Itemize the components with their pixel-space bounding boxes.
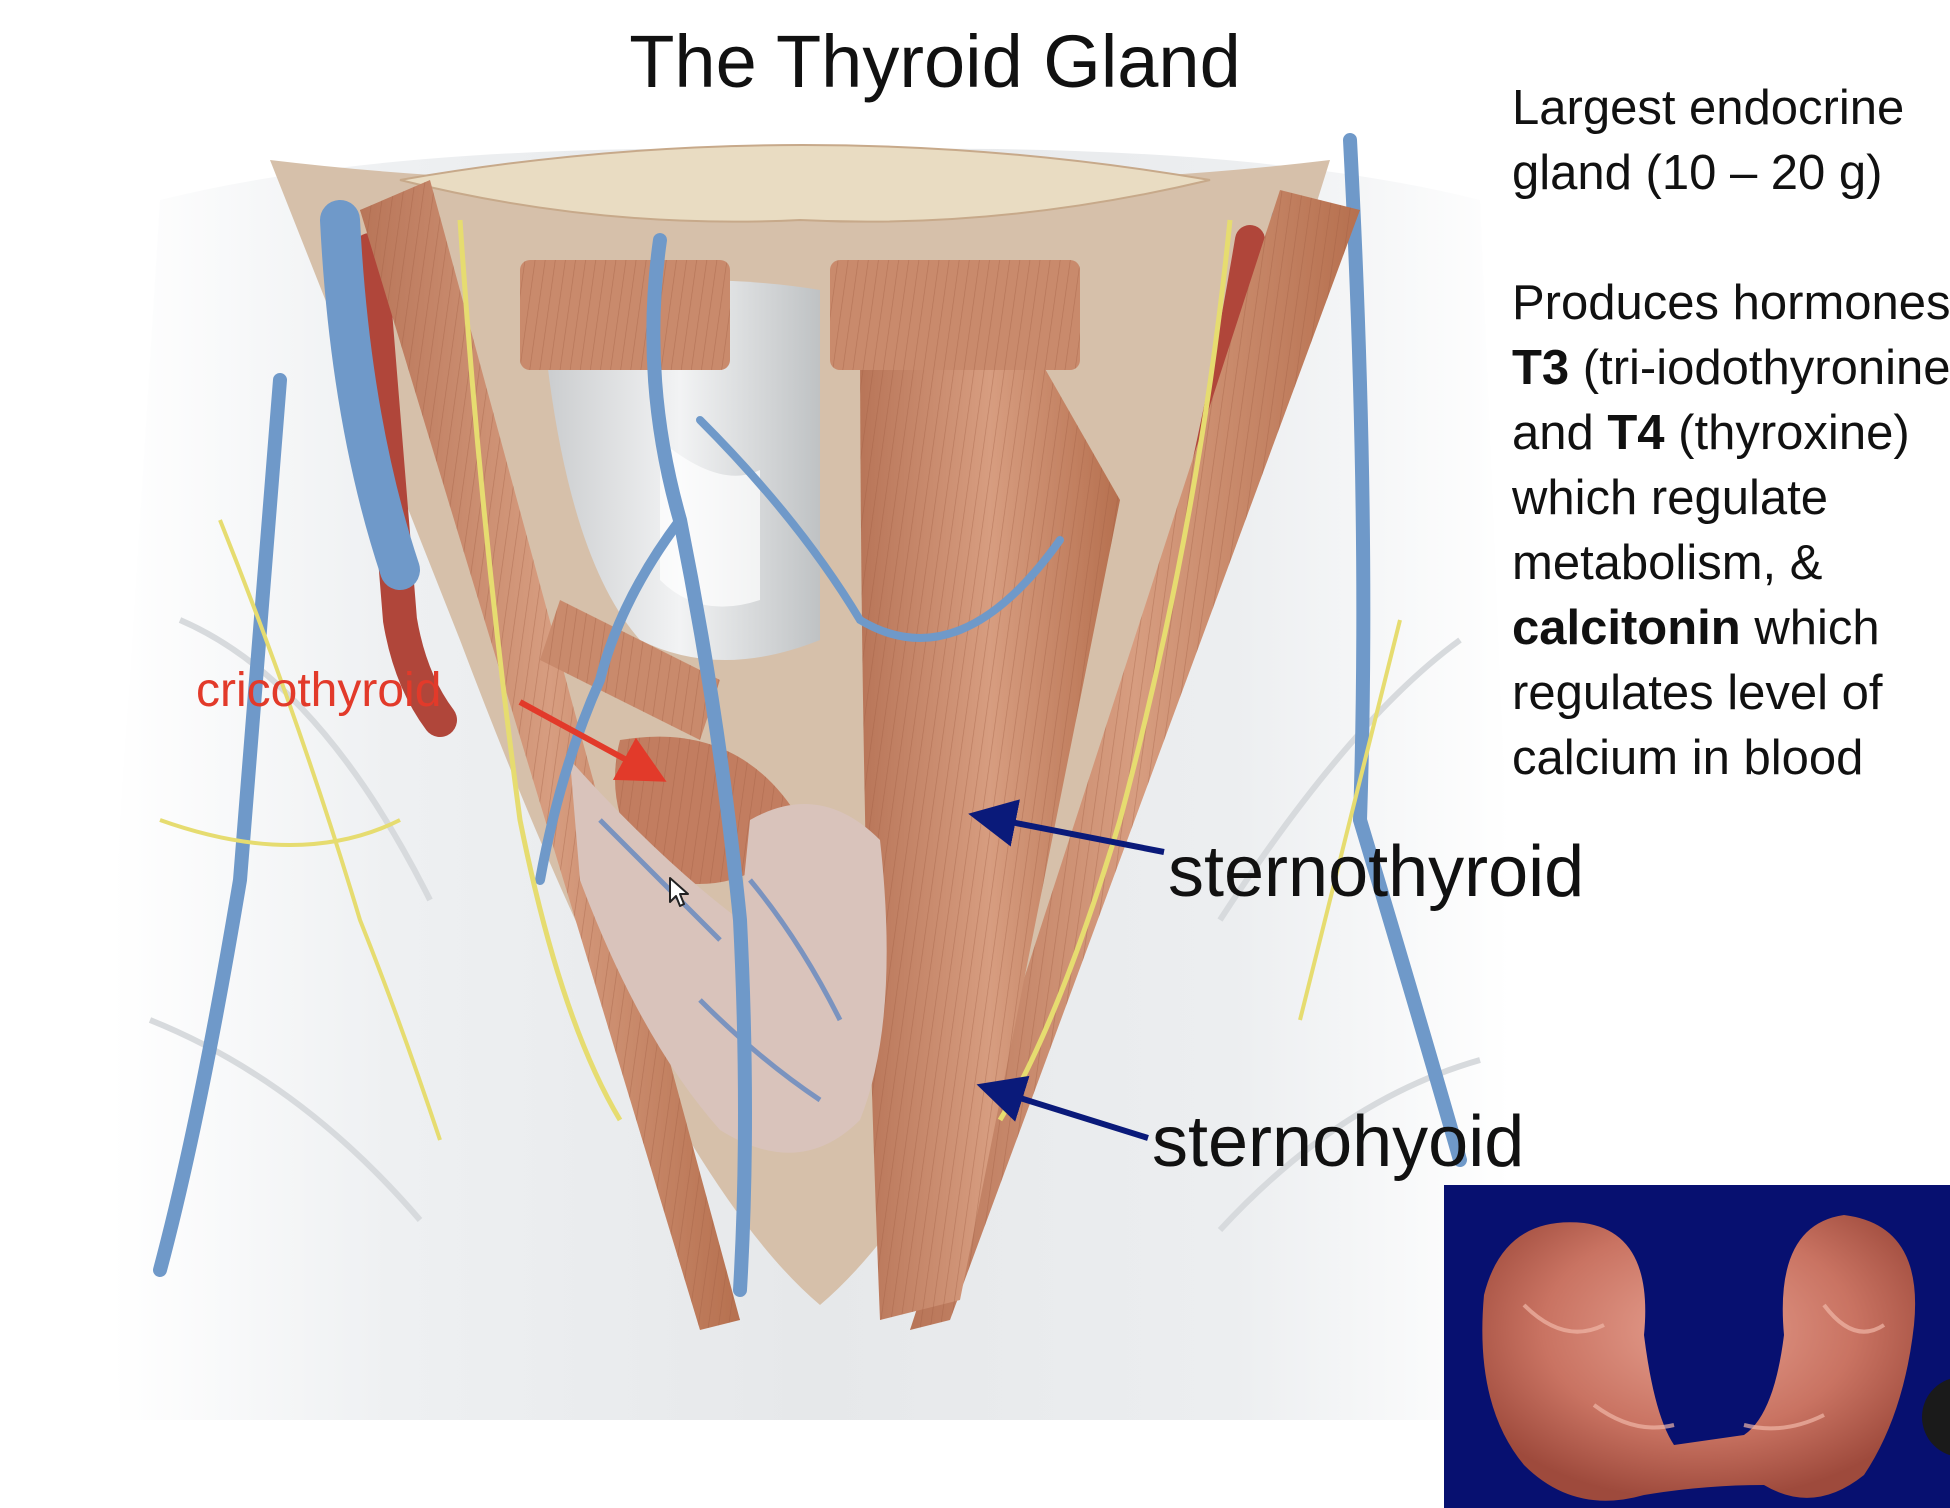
desc-line: metabolism, & — [1512, 536, 1823, 590]
desc-line: gland (10 – 20 g) — [1512, 146, 1883, 200]
mouse-pointer-icon — [669, 877, 689, 907]
desc-line-calcitonin: calcitonin which — [1512, 596, 1950, 661]
gland-size-text: Largest endocrine gland (10 – 20 g) — [1512, 76, 1904, 206]
thyroid-specimen-photo — [1444, 1185, 1950, 1508]
thyroid-specimen-image — [1482, 1215, 1916, 1501]
desc-line: Largest endocrine — [1512, 81, 1905, 135]
desc-line: Produces hormones — [1512, 276, 1950, 330]
t3-desc: (tri-iodothyronine) — [1569, 341, 1950, 395]
neck-anatomy-illustration — [112, 133, 1510, 1421]
calcitonin-desc: which — [1740, 601, 1880, 655]
t3-term: T3 — [1512, 341, 1570, 395]
desc-line-t4: and T4 (thyroxine) — [1512, 401, 1950, 466]
t4-term: T4 — [1607, 406, 1665, 460]
and-text: and — [1512, 406, 1608, 460]
calcitonin-term: calcitonin — [1512, 601, 1741, 655]
hormones-text: Produces hormones T3 (tri-iodothyronine)… — [1512, 271, 1950, 791]
desc-line: regulates level of — [1512, 666, 1883, 720]
desc-line: calcium in blood — [1512, 731, 1864, 785]
sternohyoid-label: sternohyoid — [1152, 1102, 1525, 1182]
t4-desc: (thyroxine) — [1664, 406, 1910, 460]
slide-title: The Thyroid Gland — [629, 20, 1241, 103]
desc-line: which regulate — [1512, 471, 1828, 525]
cricothyroid-label: cricothyroid — [196, 664, 442, 717]
sternothyroid-label: sternothyroid — [1168, 832, 1585, 912]
desc-line-t3: T3 (tri-iodothyronine) — [1512, 336, 1950, 401]
